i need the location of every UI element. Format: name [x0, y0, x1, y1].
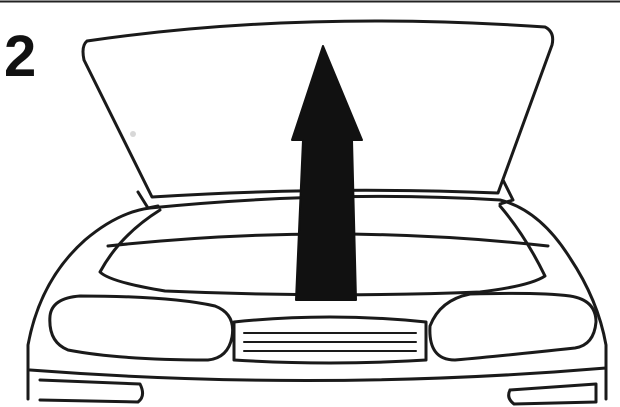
- step-number-label: 2: [4, 24, 37, 89]
- front-grille: [232, 315, 428, 365]
- raised-hood-panel: [81, 19, 555, 199]
- print-smudge: [130, 131, 136, 137]
- headlight-left: [48, 294, 235, 362]
- fog-lamp-left: [38, 378, 145, 404]
- hood-hinge-left: [136, 190, 160, 210]
- lift-up-arrow-icon: [291, 45, 363, 301]
- bumper-line: [28, 366, 608, 383]
- headlight-right: [428, 291, 598, 362]
- fog-lamp-right: [507, 382, 598, 406]
